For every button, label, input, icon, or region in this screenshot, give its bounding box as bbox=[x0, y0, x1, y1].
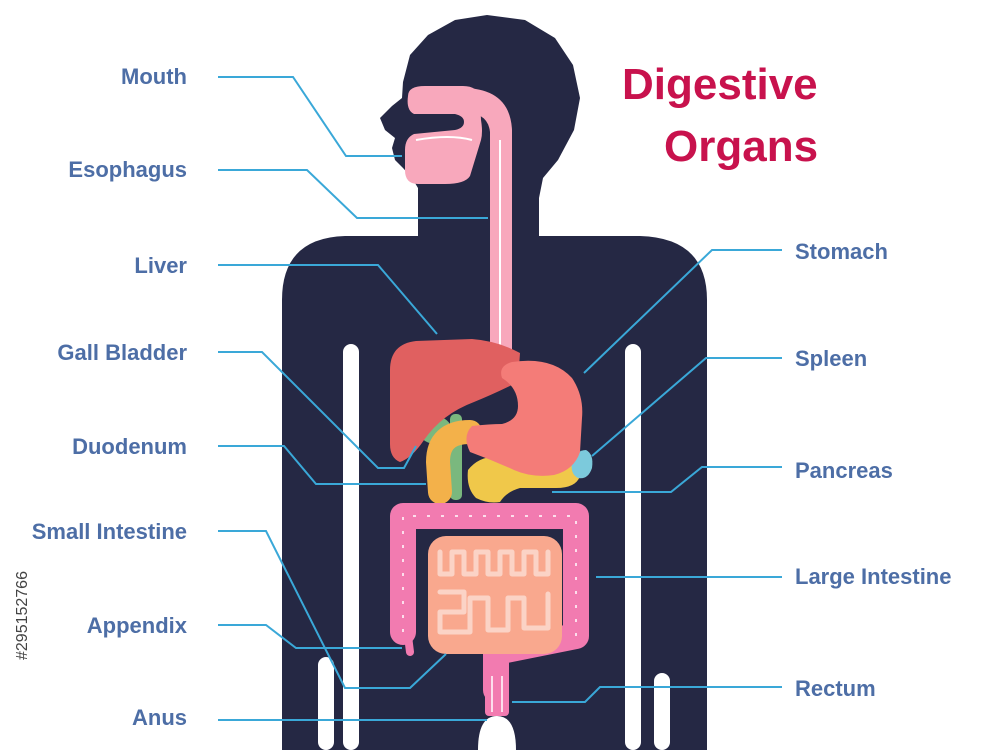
label-mouth: Mouth bbox=[121, 64, 187, 89]
label-esophagus: Esophagus bbox=[68, 157, 187, 182]
title-line-1: Digestive bbox=[622, 60, 818, 109]
label-spleen: Spleen bbox=[795, 346, 867, 371]
label-rectum: Rectum bbox=[795, 676, 876, 701]
right-arm-gap bbox=[625, 344, 641, 750]
left-hand-gap bbox=[318, 657, 334, 750]
right-labels: Stomach Spleen Pancreas Large Intestine … bbox=[795, 239, 951, 701]
appendix-organ bbox=[408, 636, 410, 652]
left-labels: Mouth Esophagus Liver Gall Bladder Duode… bbox=[32, 64, 188, 730]
label-gall-bladder: Gall Bladder bbox=[57, 340, 187, 365]
label-large-intestine: Large Intestine bbox=[795, 564, 951, 589]
label-liver: Liver bbox=[134, 253, 187, 278]
label-anus: Anus bbox=[132, 705, 187, 730]
label-pancreas: Pancreas bbox=[795, 458, 893, 483]
small-intestine-base bbox=[428, 536, 562, 654]
rectum-organ bbox=[485, 672, 509, 716]
title-line-2: Organs bbox=[664, 122, 818, 171]
left-arm-gap bbox=[343, 344, 359, 750]
diagram-title: Digestive Organs bbox=[622, 60, 818, 171]
mouth-leader bbox=[218, 77, 402, 156]
right-hand-gap bbox=[654, 673, 670, 750]
label-duodenum: Duodenum bbox=[72, 434, 187, 459]
label-small-intestine: Small Intestine bbox=[32, 519, 187, 544]
label-appendix: Appendix bbox=[87, 613, 188, 638]
label-stomach: Stomach bbox=[795, 239, 888, 264]
stock-id: #295152766 bbox=[14, 571, 31, 660]
